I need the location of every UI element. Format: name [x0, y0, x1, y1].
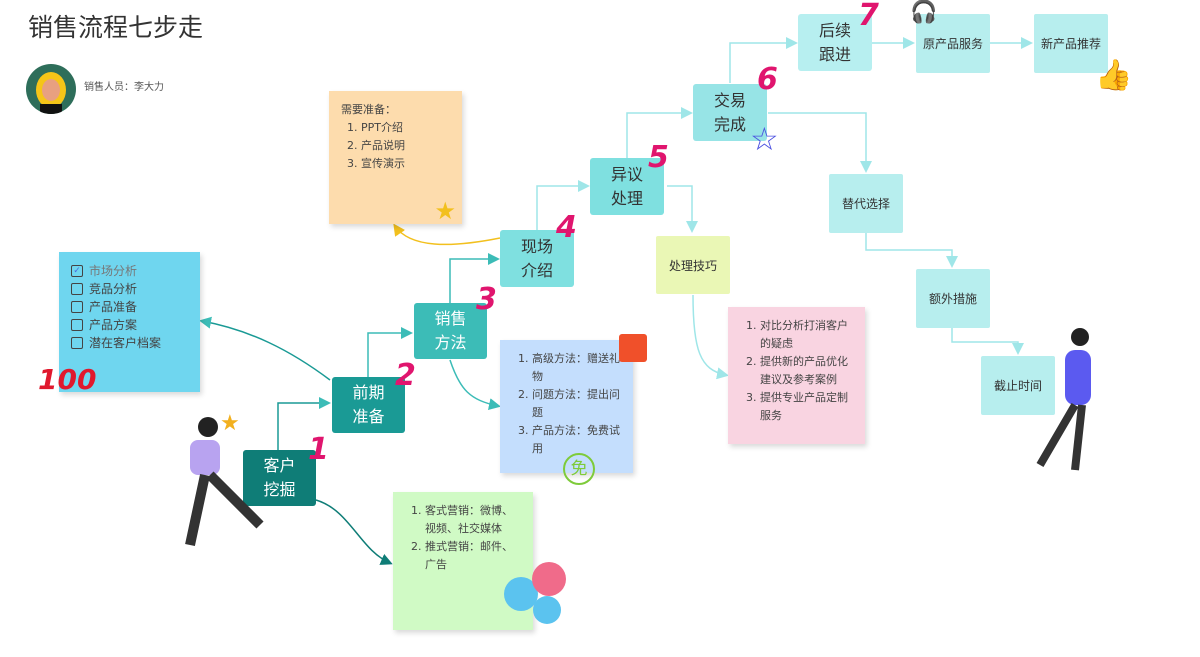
method-note: 高级方法：赠送礼物问题方法：提出问题产品方法：免费试用 免 [500, 334, 647, 485]
objection-note: 对比分析打消客户的疑虑提供新的产品优化建议及参考案例提供专业产品定制服务 [728, 307, 865, 444]
step-number: 6 [757, 62, 778, 97]
checklist-item[interactable]: 竞品分析 [71, 280, 188, 298]
checkbox-icon[interactable] [71, 337, 83, 349]
extra-measures-box[interactable]: 额外措施 [916, 269, 990, 328]
step-number: 2 [395, 358, 416, 393]
edge [449, 359, 501, 410]
star-sticker-icon: ★ [434, 197, 456, 225]
edge [393, 223, 501, 246]
new-product-recommend-box[interactable]: 新产品推荐 [1034, 14, 1108, 73]
step-preparation[interactable]: 前期 准备 [332, 377, 405, 433]
step-deal-closed[interactable]: 交易 完成 [693, 84, 767, 141]
step-follow-up[interactable]: 后续 跟进 [798, 14, 872, 71]
step-sales-method[interactable]: 销售 方法 [414, 303, 487, 359]
edge [536, 180, 590, 230]
original-product-service-box[interactable]: 原产品服务 [916, 14, 990, 73]
step-number: 3 [476, 282, 497, 317]
checklist-item[interactable]: 产品方案 [71, 316, 188, 334]
step-number: 5 [648, 140, 669, 175]
step-number: 4 [556, 210, 577, 245]
edge [367, 327, 413, 378]
gift-icon [619, 334, 647, 362]
salesperson-label: 销售人员：李大力 [84, 82, 164, 93]
objection-tip-box[interactable]: 处理技巧 [656, 236, 730, 294]
avatar [26, 64, 76, 114]
headset-icon: 🎧 [910, 0, 938, 25]
thumbs-up-icon: 👍 [1095, 58, 1133, 93]
checklist-item[interactable]: ✓市场分析 [71, 262, 188, 280]
checkbox-icon[interactable] [71, 301, 83, 313]
checklist-item[interactable]: 产品准备 [71, 298, 188, 316]
step-customer-mining[interactable]: 客户 挖掘 [243, 450, 316, 506]
edge [199, 316, 331, 381]
edge [626, 107, 693, 158]
chat-bubbles-icon [504, 562, 566, 624]
checklist-note: ✓市场分析 竞品分析 产品准备 产品方案 潜在客户档案 [59, 252, 200, 392]
checklist-item[interactable]: 潜在客户档案 [71, 334, 188, 352]
walking-person-illustration: ★ [185, 411, 264, 547]
checkbox-icon[interactable] [71, 283, 83, 295]
edge [768, 112, 872, 173]
step-objection[interactable]: 异议 处理 [590, 158, 664, 215]
score-100-sticker: 100 [38, 363, 97, 396]
edge [951, 328, 1024, 355]
svg-text:★: ★ [220, 411, 240, 436]
edge [729, 37, 798, 83]
checkbox-checked-icon[interactable]: ✓ [71, 265, 83, 277]
edge [865, 233, 958, 268]
checkbox-icon[interactable] [71, 319, 83, 331]
free-badge-icon: 免 [563, 453, 595, 485]
step-number: 7 [858, 0, 879, 33]
alternative-choice-box[interactable]: 替代选择 [829, 174, 903, 233]
edge [277, 397, 331, 450]
prep-note: 需要准备： PPT介绍产品说明宣传演示 ★ [329, 91, 462, 224]
step-onsite-intro[interactable]: 现场 介绍 [500, 230, 574, 287]
edge [692, 294, 729, 380]
walking-person-illustration [1036, 328, 1091, 471]
marketing-note: 客式营销：微博、视频、社交媒体推式营销：邮件、广告 [393, 492, 566, 630]
edge [449, 253, 500, 303]
page-title: 销售流程七步走 [28, 13, 204, 42]
edge [667, 185, 698, 233]
star-icon: ☆ [750, 120, 779, 158]
step-number: 1 [308, 432, 329, 467]
edge [315, 499, 393, 565]
deadline-box[interactable]: 截止时间 [981, 356, 1055, 415]
